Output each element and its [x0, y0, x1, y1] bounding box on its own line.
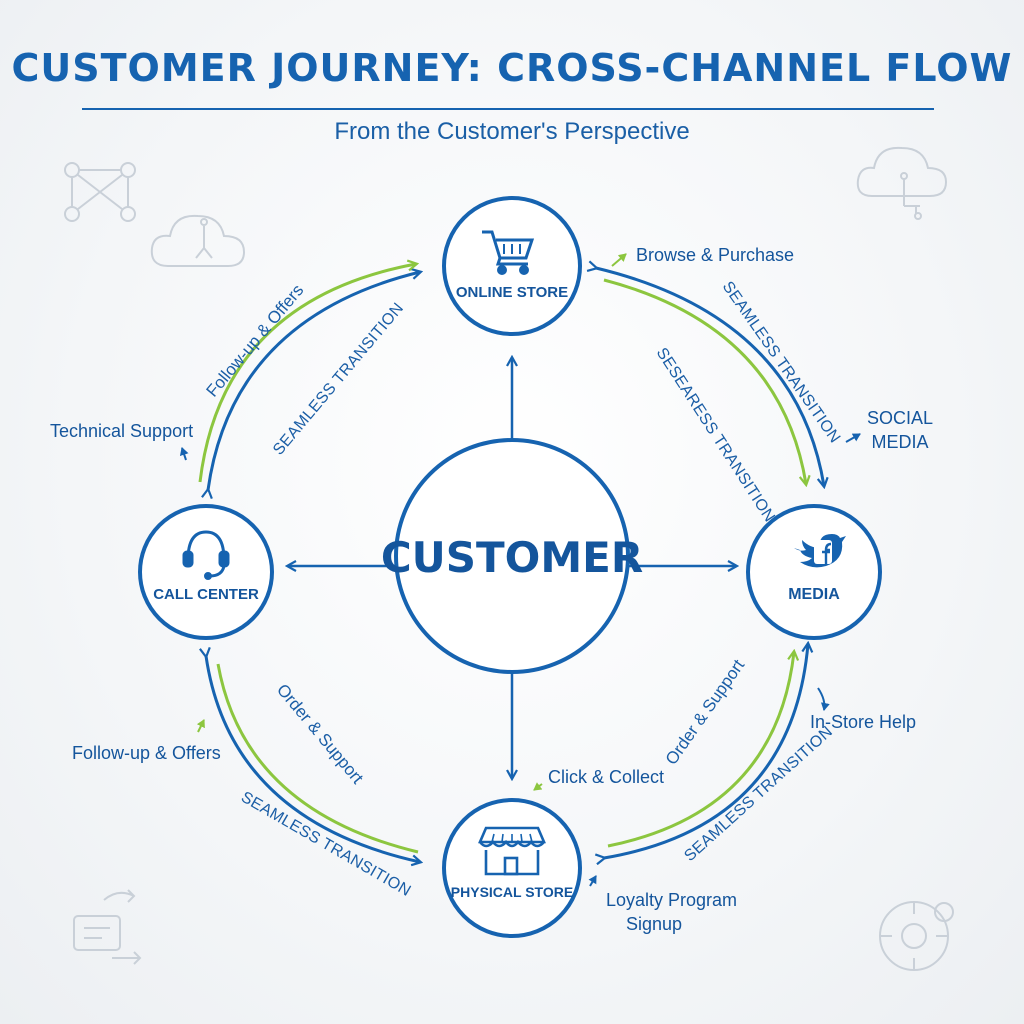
- call-center-node: CALL CENTER: [138, 504, 274, 640]
- shopping-cart-icon: [482, 230, 535, 275]
- online-store-label: ONLINE STORE: [456, 284, 568, 301]
- arc-label-order-support-bottom-right: Order & Support: [662, 656, 749, 769]
- loyalty-label-line2: Signup: [626, 914, 682, 934]
- loyalty-label-line1: Loyalty Program: [606, 890, 737, 910]
- gear-decor-icon: [879, 901, 954, 971]
- follow-up-left-arrow: [196, 719, 205, 733]
- physical-store-node: PHYSICAL STORE: [442, 798, 582, 938]
- page-subtitle: From the Customer's Perspective: [334, 118, 690, 145]
- customer-label: CUSTOMER: [381, 533, 643, 582]
- arc-label-seamless-top-right-outer: SEAMLESS TRANSITION: [719, 279, 844, 447]
- customer-node: CUSTOMER: [381, 438, 643, 674]
- social-media-icon: [794, 534, 846, 568]
- title-underline: [82, 108, 934, 110]
- media-node: MEDIA: [746, 504, 882, 640]
- arc-label-seamless-top-left: SEAMLESS TRANSITION: [270, 300, 407, 459]
- social-media-arrow: [845, 433, 861, 443]
- media-label: MEDIA: [788, 586, 840, 603]
- loyalty-arrow: [588, 875, 597, 887]
- transfer-decor-icon: [73, 889, 142, 965]
- click-collect-label: Click & Collect: [548, 767, 664, 787]
- arc-label-order-support-bottom-left: Order & Support: [273, 680, 367, 787]
- in-store-help-arrow: [817, 687, 830, 711]
- arc-physical-media-green: [607, 652, 794, 848]
- arc-callcenter-online-blue: [208, 272, 420, 490]
- arc-online-media-green: [603, 278, 806, 484]
- social-media-label-line2: MEDIA: [871, 432, 928, 452]
- arc-physical-media-blue: [604, 644, 808, 858]
- headset-icon: [182, 530, 230, 580]
- cloud-network-decor-icon: [856, 146, 948, 220]
- in-store-help-label: In-Store Help: [810, 712, 916, 732]
- follow-up-left-label: Follow-up & Offers: [72, 743, 221, 763]
- call-center-label: CALL CENTER: [153, 586, 259, 603]
- arc-label-seamless-bottom-right: SEAMLESS TRANSITION: [681, 723, 836, 865]
- arc-callcenter-online-green: [198, 264, 416, 483]
- arc-callcenter-physical-blue: [206, 656, 420, 862]
- physical-store-label: PHYSICAL STORE: [451, 884, 573, 900]
- browse-purchase-label: Browse & Purchase: [636, 245, 794, 265]
- cloud-decor-icon: [150, 214, 246, 267]
- arc-callcenter-physical-green: [216, 663, 419, 854]
- arc-label-follow-up-top-left: Follow-up & Offers: [203, 281, 308, 401]
- storefront-icon: [478, 826, 546, 876]
- click-collect-arrow: [533, 782, 543, 791]
- page-title: CUSTOMER JOURNEY: CROSS-CHANNEL FLOW: [11, 46, 1013, 90]
- technical-support-label: Technical Support: [50, 421, 193, 441]
- arc-online-media-blue: [596, 268, 824, 486]
- browse-purchase-arrow: [611, 253, 627, 267]
- online-store-node: ONLINE STORE: [442, 196, 582, 336]
- technical-support-arrow: [179, 447, 189, 461]
- social-media-label-line1: SOCIAL: [867, 408, 933, 428]
- network-decor-icon: [64, 162, 136, 222]
